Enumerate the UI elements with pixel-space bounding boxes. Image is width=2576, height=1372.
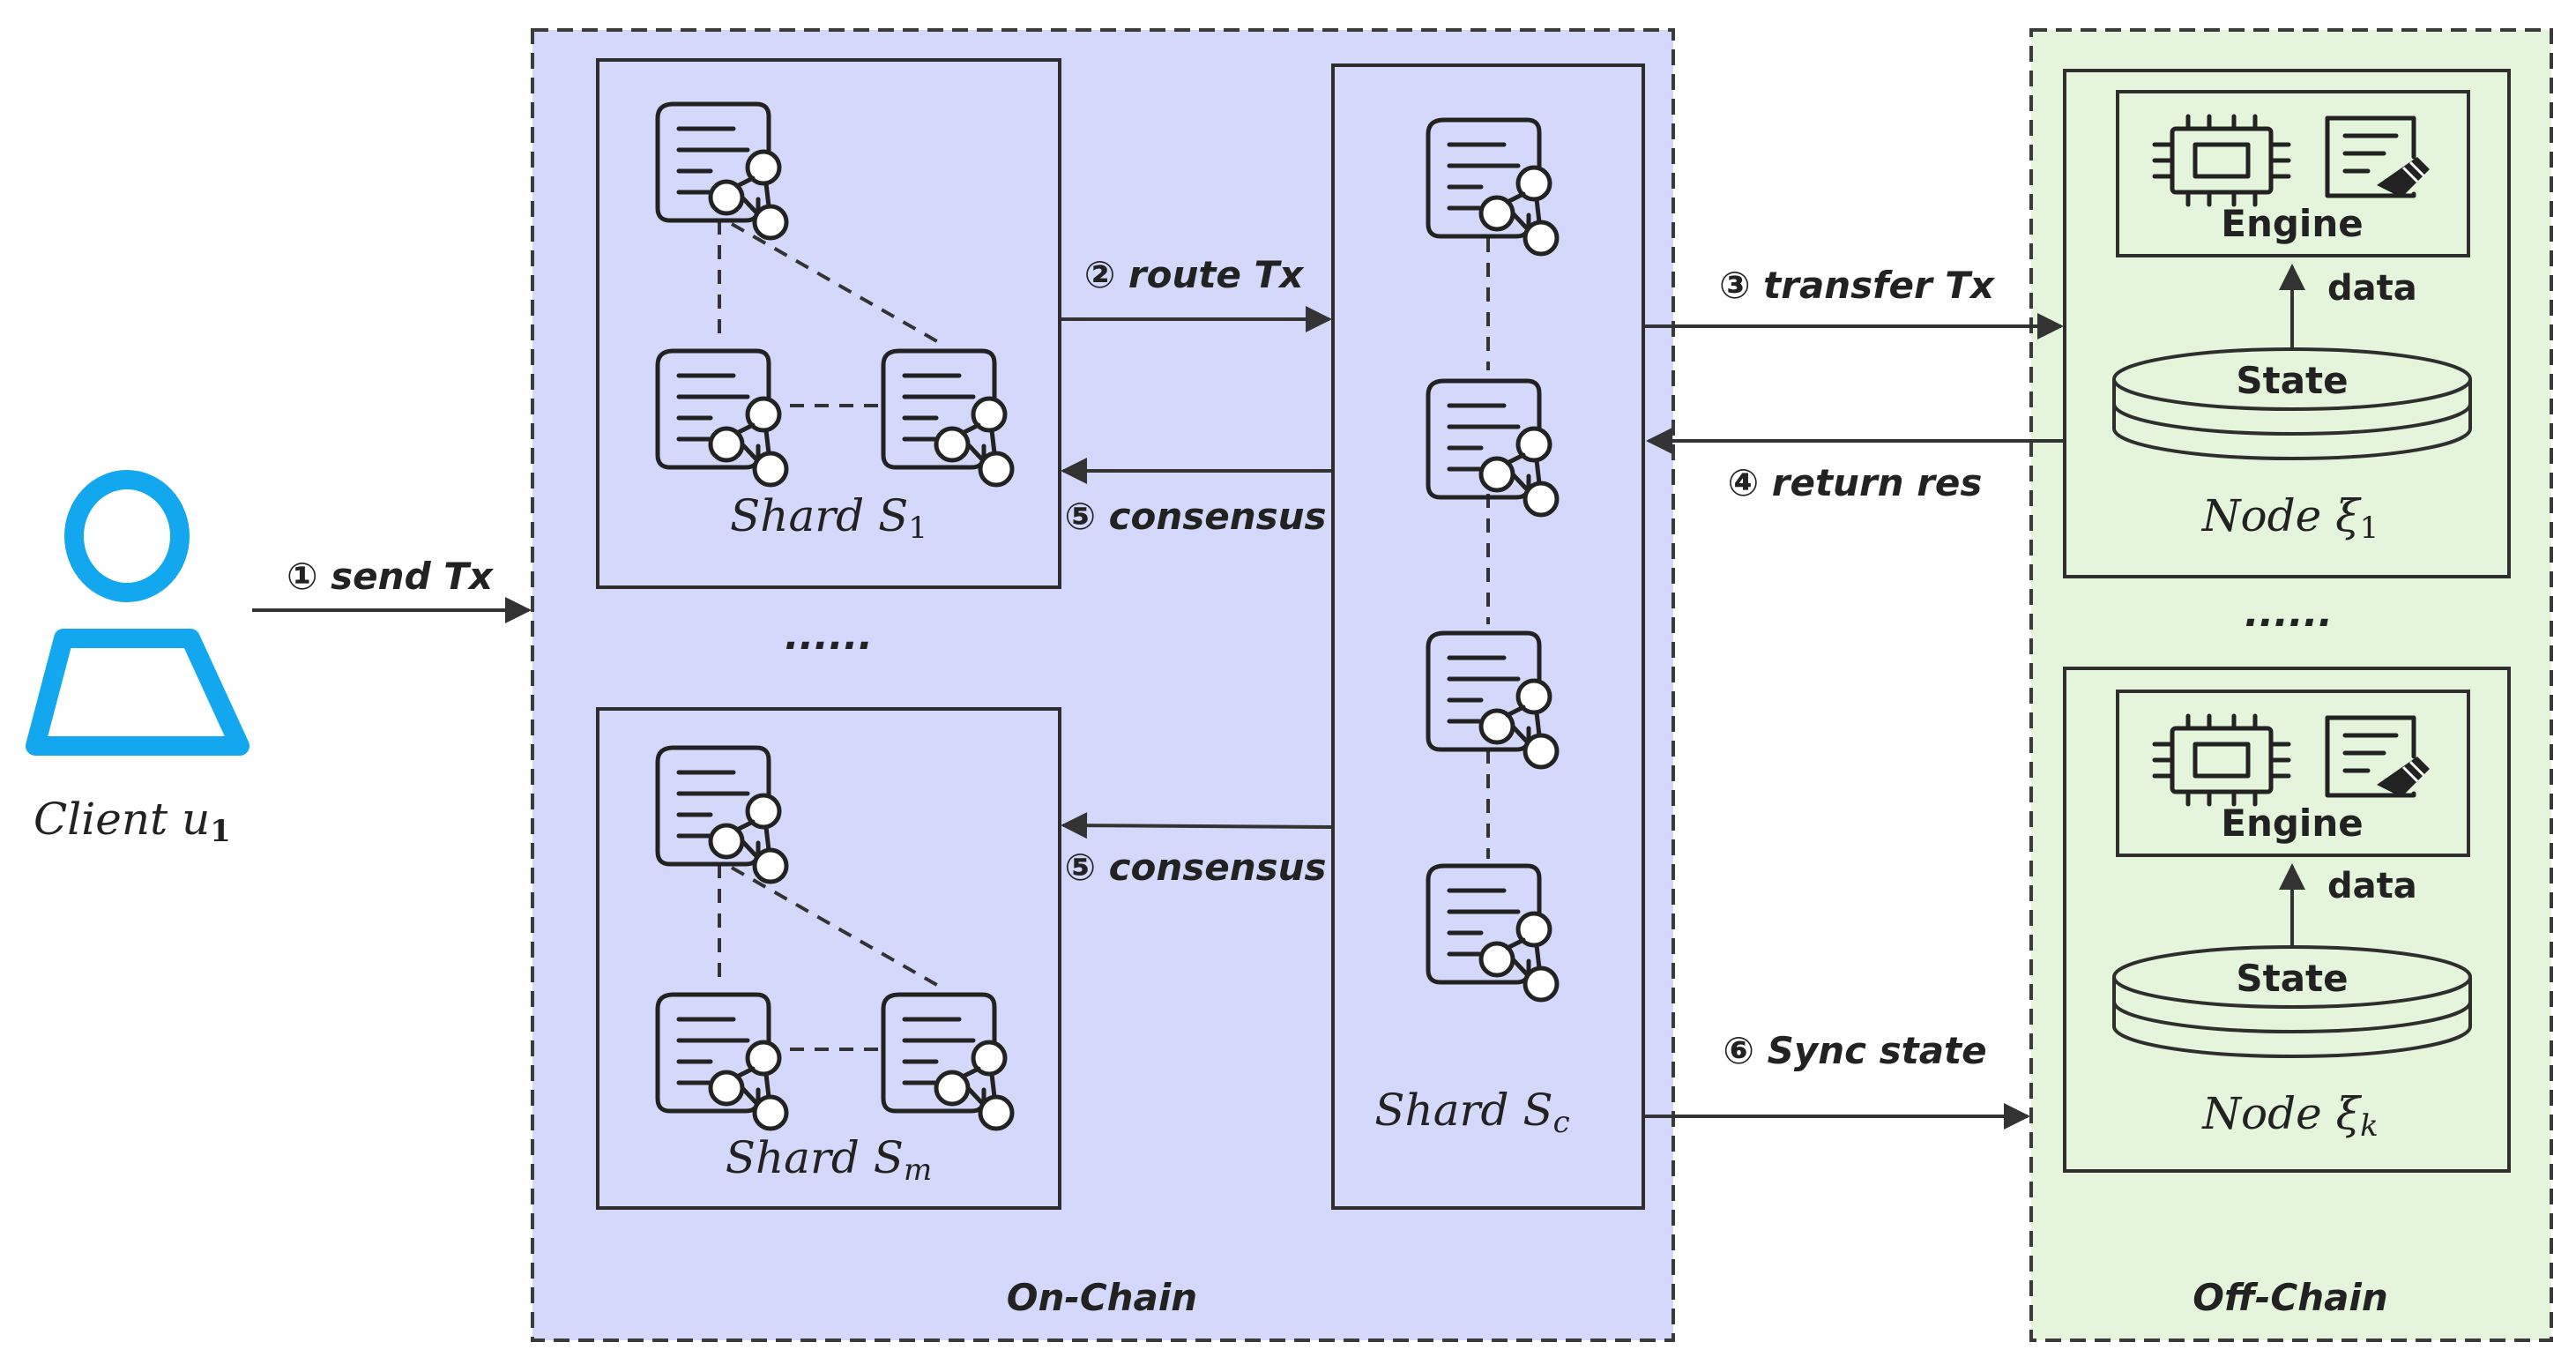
node-xi1-box: Engine data State xyxy=(2063,69,2511,578)
node-xi1-data-label: data xyxy=(2327,268,2417,309)
shard-sm-label: Shard Sm xyxy=(726,1132,933,1188)
route-tx-label: ② route Tx xyxy=(1084,253,1305,296)
shard-s1-box xyxy=(596,58,1061,589)
sync-state-label: ⑥ Sync state xyxy=(1723,1029,1986,1072)
shard-sm-box xyxy=(596,707,1061,1210)
node-ellipsis: ...... xyxy=(2245,591,2333,636)
consensus-sm-label: ⑤ consensus xyxy=(1064,846,1326,889)
client-user-icon xyxy=(26,470,249,756)
off-chain-label: Off-Chain xyxy=(2193,1276,2387,1319)
shard-sc-label: Shard Sc xyxy=(1374,1085,1569,1140)
shard-s1-label: Shard S1 xyxy=(730,490,927,546)
transfer-tx-label: ③ transfer Tx xyxy=(1719,264,1996,307)
shard-ellipsis: ...... xyxy=(785,614,873,659)
send-tx-label: ① send Tx xyxy=(287,555,495,598)
node-xik-data-label: data xyxy=(2327,866,2417,906)
node-xi1-engine-label: Engine xyxy=(2221,202,2363,245)
on-chain-label: On-Chain xyxy=(1007,1276,1197,1319)
node-xik-box: Engine data State xyxy=(2063,667,2511,1173)
consensus-sm-arrow xyxy=(1061,812,1332,839)
node-xik-state-label: State xyxy=(2236,957,2348,1000)
return-res-label: ④ return res xyxy=(1728,461,1983,504)
node-xik-engine-label: Engine xyxy=(2221,802,2363,845)
node-xik-label: Node ξk xyxy=(2201,1088,2379,1144)
node-xi1-state-db-icon xyxy=(2112,347,2472,460)
shard-sc-box xyxy=(1331,63,1645,1210)
client-label: Client u1 xyxy=(34,794,231,849)
node-xi1-label: Node ξ1 xyxy=(2201,490,2379,546)
consensus-s1-label: ⑤ consensus xyxy=(1064,495,1326,538)
node-xik-state-db-icon xyxy=(2112,945,2472,1058)
node-xi1-state-label: State xyxy=(2236,359,2348,402)
